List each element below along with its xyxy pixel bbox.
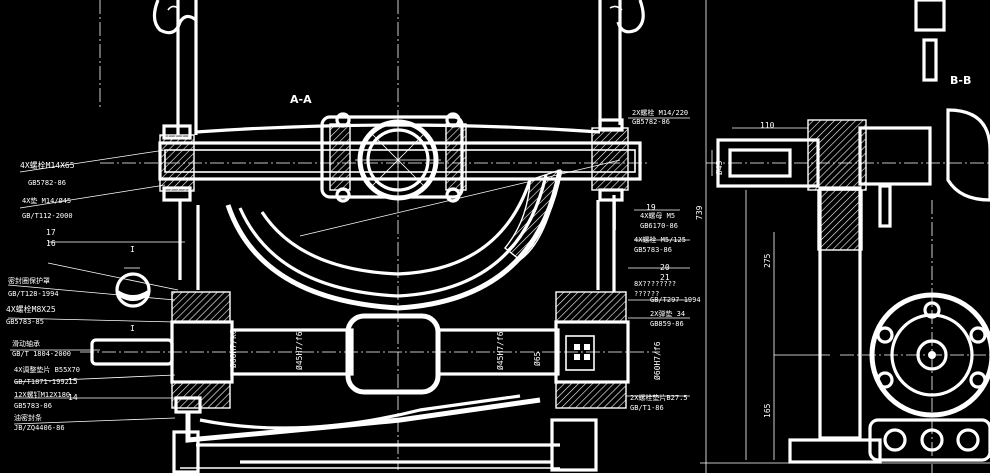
callout-right-9: 2X弹垫 34: [650, 309, 685, 318]
callout-left-1: GB5782-86: [28, 179, 66, 187]
callout-right-4: 4X螺栓 M5/125: [634, 235, 686, 244]
dim-fit-b: Ø45H7/f6: [294, 331, 304, 370]
callout-right-10: GB859-86: [650, 320, 684, 328]
upper-shaft: [158, 118, 642, 230]
section-label-aa: A-A: [290, 93, 312, 106]
callout-left-4: 密封圈保护罩: [8, 276, 50, 285]
base-rail: [172, 394, 598, 473]
callout-right-3: GB6170-86: [640, 222, 678, 230]
section-titles: A-A B-B I I: [130, 74, 971, 333]
part-number-21: 21: [660, 273, 670, 282]
detail-mark-bottom: I: [130, 324, 135, 333]
callout-left-15: JB/ZQ4406-86: [14, 424, 65, 432]
detail-mark-top: I: [130, 245, 135, 254]
part-number-16: 16: [46, 239, 56, 248]
callout-right-11: 2X螺栓垫片B27.5: [630, 393, 688, 402]
callout-right-2: 4X螺母 M5: [640, 211, 675, 220]
part-numbers: 17 16 15 14 19 20 21: [46, 203, 670, 402]
part-number-14: 14: [68, 393, 78, 402]
callout-left-8: 滑动轴承: [12, 339, 40, 348]
leader-lines-right: [299, 117, 690, 397]
dim-739: 739: [695, 205, 704, 220]
callouts-right: 2X螺栓 M14/220 GB5782-86 4X螺母 M5 GB6170-86…: [630, 108, 701, 412]
yoke-arc: [225, 168, 563, 311]
part-number-19: 19: [646, 203, 656, 212]
dim-110: 110: [760, 121, 775, 130]
part-number-20: 20: [660, 263, 670, 272]
dim-fit-c: Ø45H7/f6: [495, 331, 505, 370]
callout-left-11: GB/T1871-1992: [14, 378, 69, 386]
callout-left-9: GB/T 1804-2000: [12, 350, 71, 358]
central-hub: [320, 112, 467, 203]
callout-right-12: GB/T1-86: [630, 404, 664, 412]
callout-left-12: 12X螺钉M12X180: [14, 390, 70, 399]
callout-right-0: 2X螺栓 M14/220: [632, 108, 688, 117]
callout-left-0: 4X螺栓M14X65: [20, 160, 75, 170]
lower-shaft: [90, 291, 630, 409]
callout-right-1: GB5782-86: [632, 118, 670, 126]
dim-phi45: Ø45: [714, 160, 724, 175]
callout-left-6: 4X螺栓M8X25: [6, 304, 56, 314]
leader-lines-left: [7, 149, 185, 425]
dim-fit-d: Ø60H7/f6: [652, 341, 662, 380]
dimension-texts: 110 739 275 165 Ø45 Ø60H7/k6 Ø45H7/f6 Ø4…: [228, 121, 775, 418]
callout-left-2: 4X垫 M14/Ø45: [22, 196, 71, 205]
callout-left-14: 油密封条: [14, 413, 42, 422]
callout-right-8: GB/T297-1994: [650, 296, 701, 304]
callout-left-5: GB/T128-1994: [8, 290, 59, 298]
callouts-left: 4X螺栓M14X65 GB5782-86 4X垫 M14/Ø45 GB/T112…: [6, 160, 80, 432]
callout-left-3: GB/T112-2000: [22, 212, 73, 220]
callout-right-7: ??????: [634, 290, 659, 298]
side-view: [700, 0, 990, 473]
callout-left-13: GB5783-86: [14, 402, 52, 410]
detail-circle: [115, 267, 151, 308]
part-number-15: 15: [68, 377, 78, 386]
dim-fit-a: Ø60H7/k6: [228, 329, 238, 368]
callout-left-10: 4X调整垫片 B55X70: [14, 365, 80, 374]
dim-275: 275: [763, 253, 772, 268]
part-number-17: 17: [46, 228, 56, 237]
callout-left-7: GB5783-85: [6, 318, 44, 326]
callout-right-5: GB5783-86: [634, 246, 672, 254]
dim-phi65: Ø65: [532, 351, 542, 366]
section-label-bb: B-B: [950, 74, 971, 87]
housing-frame: [152, 0, 645, 292]
callout-right-6: 8X????????: [634, 280, 676, 288]
dim-165: 165: [763, 403, 772, 418]
